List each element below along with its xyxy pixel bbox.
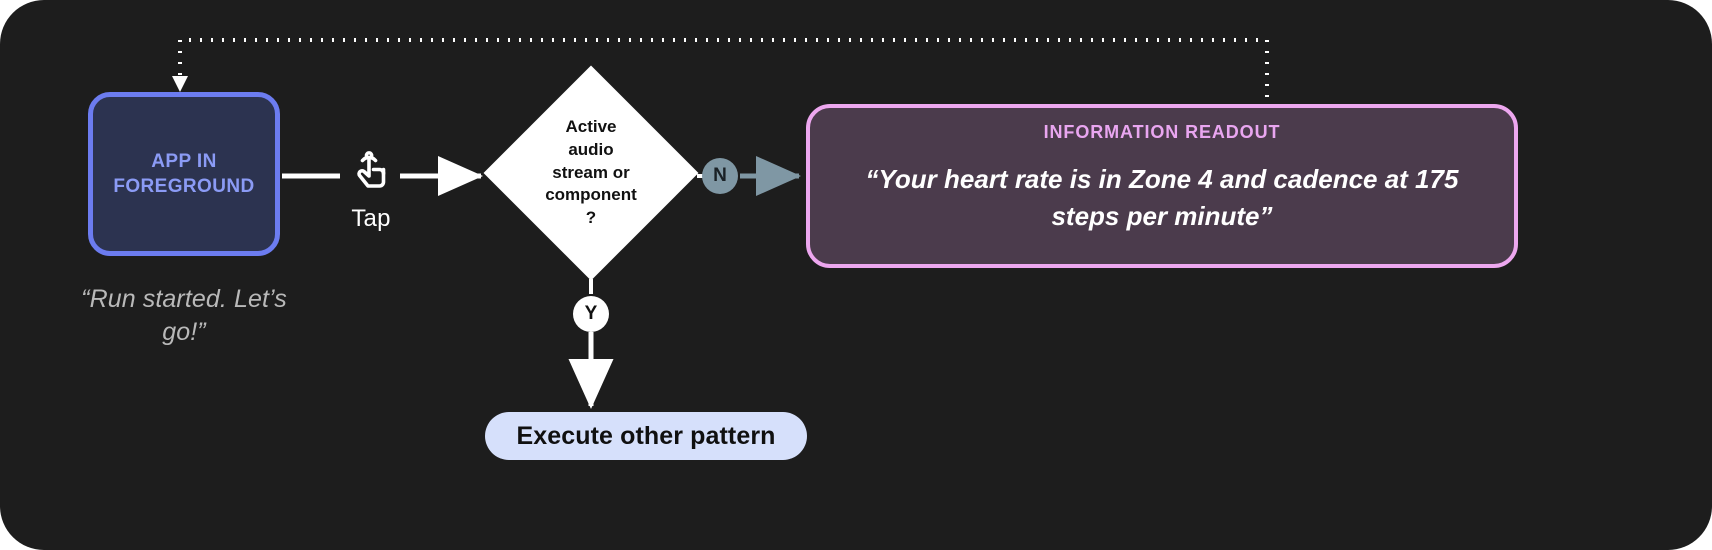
node-information-readout[interactable]: INFORMATION READOUT “Your heart rate is … [806, 104, 1518, 268]
information-readout-body: “Your heart rate is in Zone 4 and cadenc… [865, 164, 1459, 231]
gesture-tap-group: Tap [336, 145, 406, 233]
node-decision-active-audio[interactable]: Active audio stream or component ? [483, 65, 699, 281]
edge-readout-feedback-loop [178, 38, 1269, 108]
information-readout-title: INFORMATION READOUT [1043, 122, 1281, 142]
branch-badge-no-label: N [713, 165, 727, 186]
node-app-in-foreground-caption: “Run started. Let’s go!” [81, 285, 287, 347]
tap-gesture-icon [357, 151, 386, 188]
branch-badge-yes: Y [573, 296, 609, 332]
decision-label: Active audio stream or component ? [545, 116, 637, 228]
node-app-in-foreground-label: APP IN FOREGROUND [113, 150, 255, 197]
node-execute-other-pattern-label: Execute other pattern [516, 421, 776, 450]
edge-feedback-arrowhead [172, 76, 188, 92]
branch-badge-yes-label: Y [584, 303, 598, 324]
node-app-in-foreground[interactable]: APP IN FOREGROUND [88, 92, 280, 256]
node-execute-other-pattern[interactable]: Execute other pattern [485, 412, 807, 460]
branch-badge-no: N [702, 158, 738, 194]
gesture-tap-label: Tap [351, 205, 391, 232]
